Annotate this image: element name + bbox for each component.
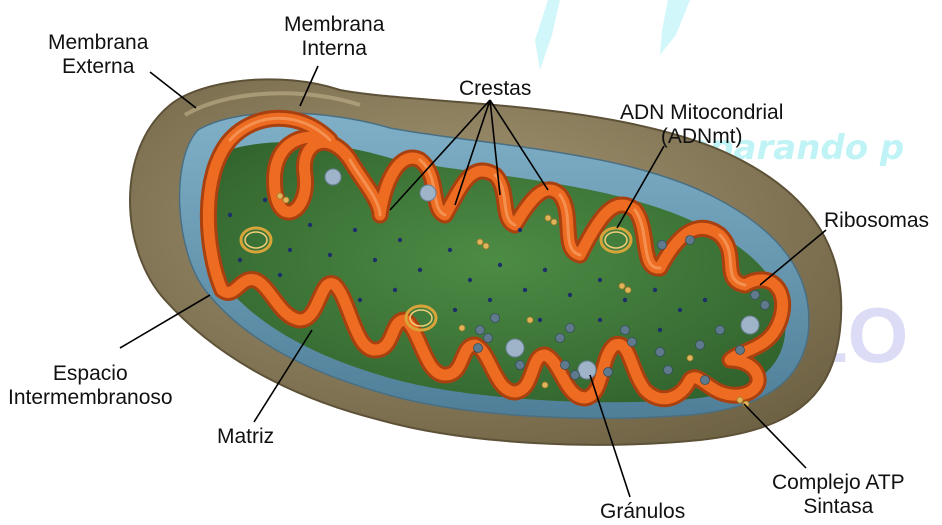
granule — [578, 361, 596, 379]
label-ribosomas: Ribosomas — [824, 209, 929, 233]
label-complejo-atp-sintasa: Complejo ATP Sintasa — [772, 471, 905, 519]
granule — [506, 339, 524, 357]
granule — [325, 169, 341, 185]
label-membrana-interna: Membrana Interna — [284, 13, 384, 61]
watermark-swoosh — [535, 0, 560, 70]
label-granulos: Gránulos — [600, 500, 685, 524]
label-matriz: Matriz — [217, 425, 274, 449]
label-crestas: Crestas — [459, 77, 531, 101]
granule — [741, 316, 759, 334]
label-espacio-intermembranoso: Espacio Intermembranoso — [8, 362, 173, 410]
label-membrana-externa: Membrana Externa — [48, 31, 148, 79]
label-adn-mitocondrial: ADN Mitocondrial (ADNmt) — [620, 101, 783, 149]
watermark-swoosh-2 — [660, 0, 690, 55]
granule — [420, 185, 436, 201]
